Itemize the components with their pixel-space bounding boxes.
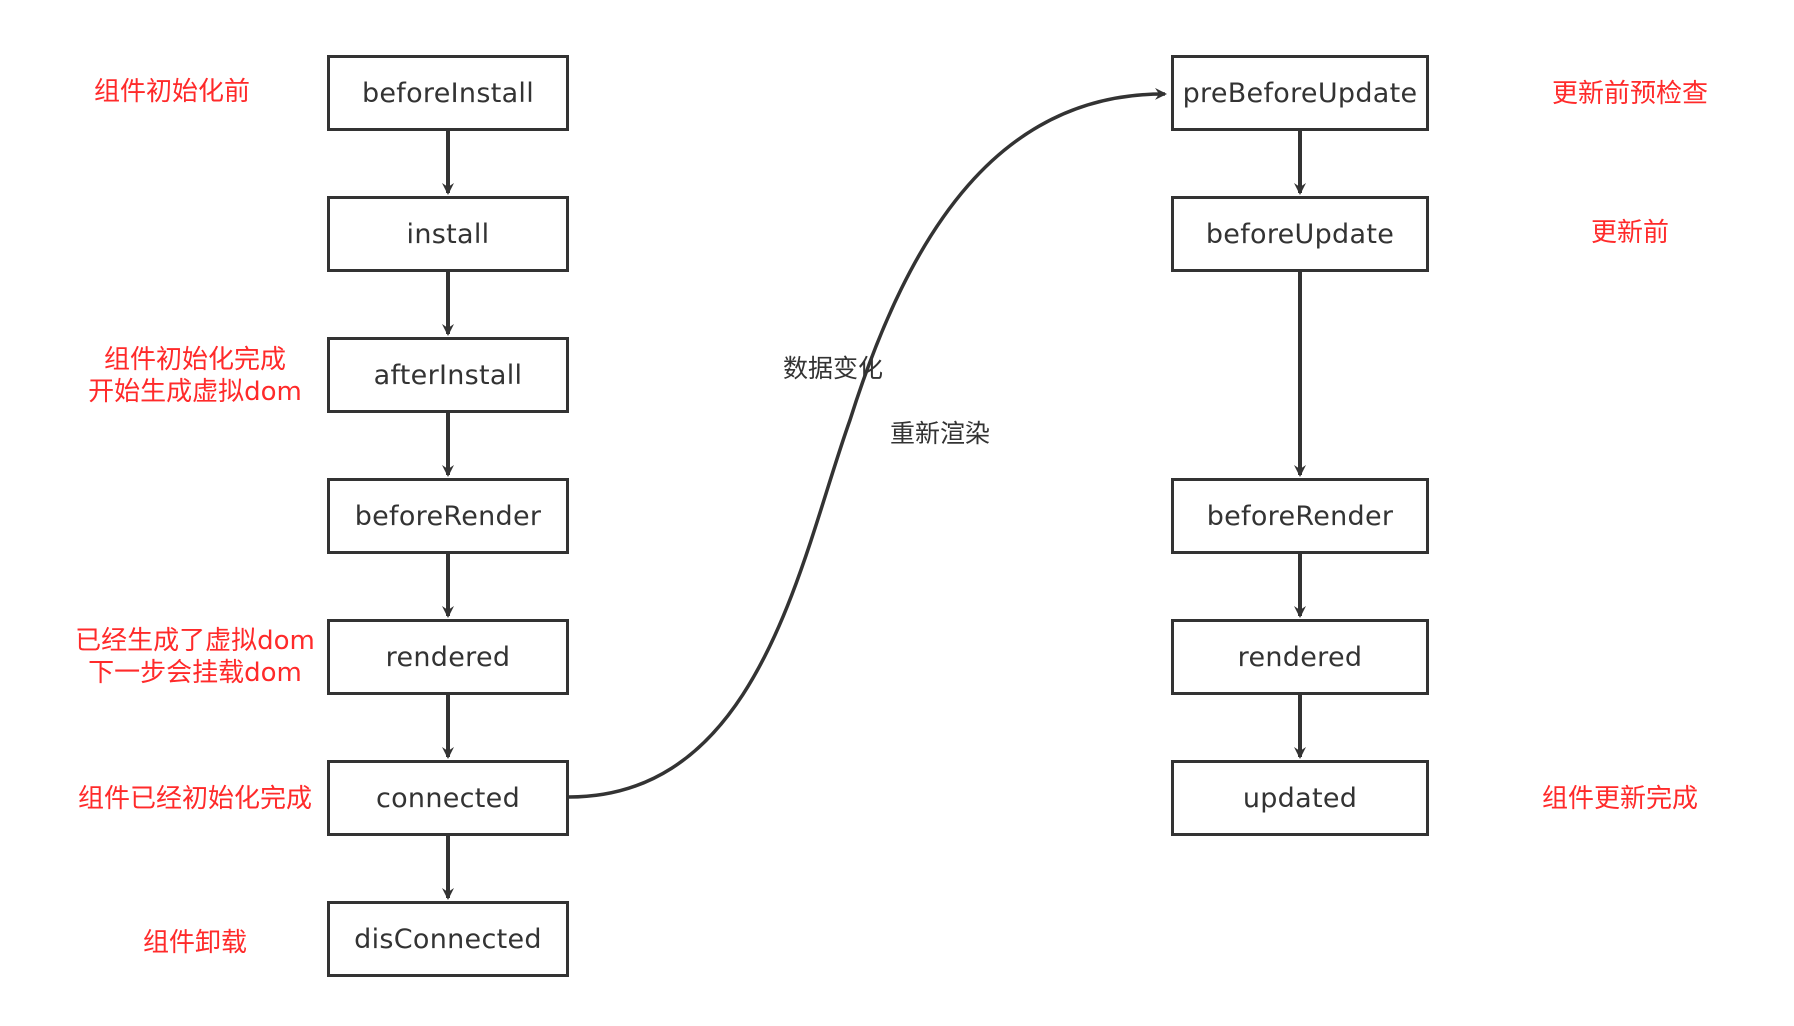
note-line: 下一步会挂载dom bbox=[88, 658, 302, 688]
node-label: beforeUpdate bbox=[1205, 218, 1395, 250]
node-preBeforeUpdate: preBeforeUpdate bbox=[1171, 55, 1429, 131]
note-line: 组件初始化前 bbox=[93, 77, 250, 107]
node-label: connected bbox=[375, 782, 521, 814]
note-line: 已经生成了虚拟dom bbox=[75, 626, 315, 656]
note-pre-before-update: 更新前预检查 bbox=[1530, 78, 1730, 110]
note-before-install: 组件初始化前 bbox=[92, 76, 252, 108]
node-beforeRender: beforeRender bbox=[327, 478, 569, 554]
node-rendered-right: rendered bbox=[1171, 619, 1429, 695]
arrow-connected-preBeforeUpdate bbox=[568, 87, 1167, 799]
node-beforeUpdate: beforeUpdate bbox=[1171, 196, 1429, 272]
node-install: install bbox=[327, 196, 569, 272]
note-line: 更新前 bbox=[1590, 218, 1669, 248]
node-label: beforeInstall bbox=[361, 77, 535, 109]
note-line: 更新前预检查 bbox=[1551, 79, 1708, 109]
node-label: rendered bbox=[1237, 641, 1363, 673]
transition-label-data-change: 数据变化 bbox=[783, 354, 884, 383]
node-beforeInstall: beforeInstall bbox=[327, 55, 569, 131]
note-line: 开始生成虚拟dom bbox=[88, 377, 302, 407]
node-afterInstall: afterInstall bbox=[327, 337, 569, 413]
note-line: 组件更新完成 bbox=[1541, 784, 1698, 814]
note-line: 组件初始化完成 bbox=[103, 345, 286, 375]
node-label: preBeforeUpdate bbox=[1182, 77, 1418, 109]
note-disconnected: 组件卸载 bbox=[125, 927, 265, 959]
node-label: rendered bbox=[385, 641, 511, 673]
node-label: beforeRender bbox=[1206, 500, 1394, 532]
note-after-install: 组件初始化完成 开始生成虚拟dom bbox=[70, 344, 320, 408]
node-rendered: rendered bbox=[327, 619, 569, 695]
node-label: disConnected bbox=[354, 923, 542, 955]
note-line: 组件卸载 bbox=[142, 928, 247, 958]
note-before-update: 更新前 bbox=[1570, 217, 1690, 249]
node-disConnected: disConnected bbox=[327, 901, 569, 977]
node-label: install bbox=[406, 218, 490, 250]
node-updated: updated bbox=[1171, 760, 1429, 836]
note-connected: 组件已经初始化完成 bbox=[60, 783, 330, 815]
node-connected: connected bbox=[327, 760, 569, 836]
transition-label-rerender: 重新渲染 bbox=[890, 419, 991, 448]
node-label: afterInstall bbox=[373, 359, 523, 391]
note-updated: 组件更新完成 bbox=[1515, 783, 1725, 815]
note-rendered: 已经生成了虚拟dom 下一步会挂载dom bbox=[60, 625, 330, 689]
node-label: updated bbox=[1242, 782, 1358, 814]
node-label: beforeRender bbox=[354, 500, 542, 532]
node-beforeRender-right: beforeRender bbox=[1171, 478, 1429, 554]
note-line: 组件已经初始化完成 bbox=[77, 784, 312, 814]
